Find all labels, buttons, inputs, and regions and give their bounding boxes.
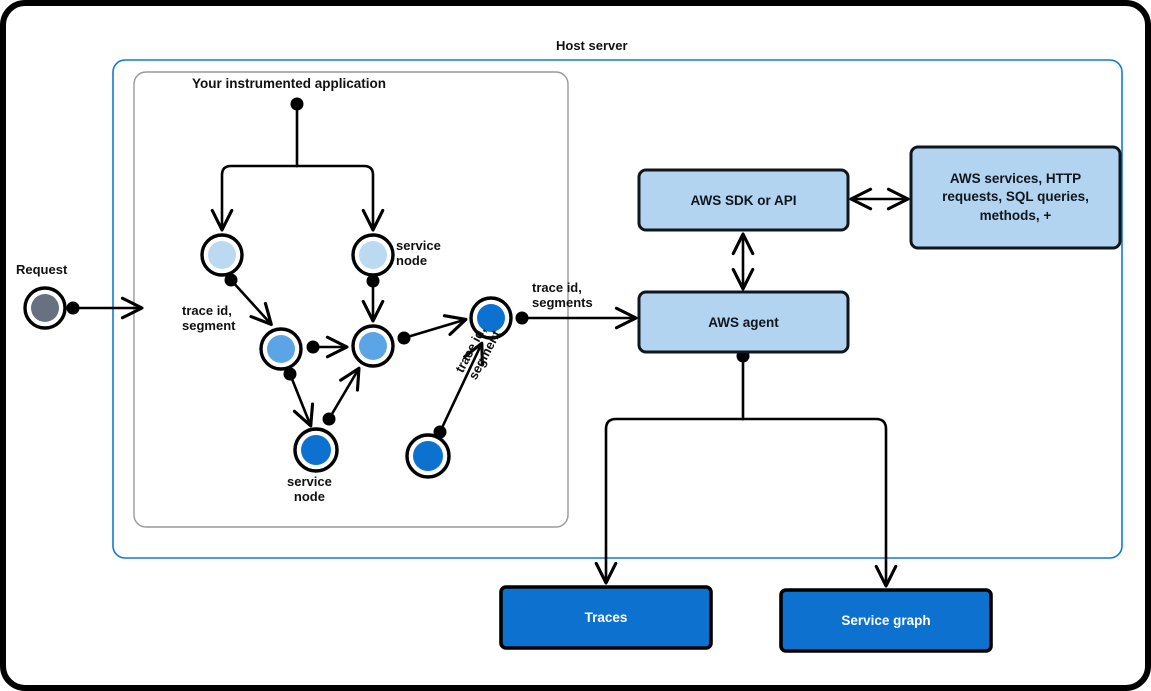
edge-bottomright-to-midright xyxy=(438,341,484,434)
host-server-container xyxy=(112,59,1123,559)
edge-midcenter-to-midright xyxy=(402,314,468,340)
edge-midleft-to-bottomleft xyxy=(288,372,315,428)
service-node-top-left[interactable] xyxy=(200,233,244,277)
dot-midleft-out-right xyxy=(306,340,320,354)
page-title: Host server xyxy=(556,38,628,53)
service-node-bottom-left[interactable] xyxy=(293,427,339,473)
caption-service-node-bottom-left: service node xyxy=(287,474,332,505)
service-nodes-group xyxy=(23,233,513,479)
process-boxes-group xyxy=(499,145,1122,653)
dot-topleft-out xyxy=(224,273,238,287)
caption-service-node-top-right: service node xyxy=(396,238,441,269)
dot-app-entry xyxy=(290,97,304,111)
instrumented-app-title: Your instrumented application xyxy=(192,76,387,91)
edge-fork-left xyxy=(210,164,299,232)
service-node-mid-center[interactable] xyxy=(351,324,395,368)
edge-fork-right xyxy=(295,164,385,232)
aws-agent-box[interactable] xyxy=(637,290,850,354)
service-graph-box[interactable] xyxy=(779,588,993,653)
dot-request-out xyxy=(66,301,80,315)
edges-group xyxy=(71,108,910,588)
traces-box[interactable] xyxy=(499,585,713,650)
edge-label-trace-id-segment-left: trace id, segment xyxy=(182,303,236,334)
request-node[interactable] xyxy=(23,286,67,330)
dot-topright-out xyxy=(366,274,380,288)
service-node-top-right[interactable] xyxy=(351,233,395,277)
dot-midcenter-out xyxy=(397,331,411,345)
dot-midright-out xyxy=(515,311,529,325)
dot-bottomleft-out-up xyxy=(322,412,336,426)
dot-midleft-out-down xyxy=(283,367,297,381)
request-label: Request xyxy=(16,262,68,277)
service-node-bottom-right[interactable] xyxy=(405,433,451,479)
edge-agent-to-service-graph xyxy=(741,417,898,588)
instrumented-app-container xyxy=(133,71,569,528)
edge-label-trace-id-segments-top: trace id, segments xyxy=(532,280,593,311)
connector-dots-group xyxy=(66,97,750,439)
aws-sdk-or-api-box[interactable] xyxy=(637,168,850,232)
service-node-mid-right[interactable] xyxy=(469,296,513,340)
aws-services-box[interactable] xyxy=(909,145,1122,250)
edge-agent-to-traces xyxy=(594,417,745,585)
edge-bottomleft-to-midcenter xyxy=(327,366,361,421)
edge-topleft-to-midleft xyxy=(229,278,273,327)
service-node-mid-left[interactable] xyxy=(259,327,303,371)
